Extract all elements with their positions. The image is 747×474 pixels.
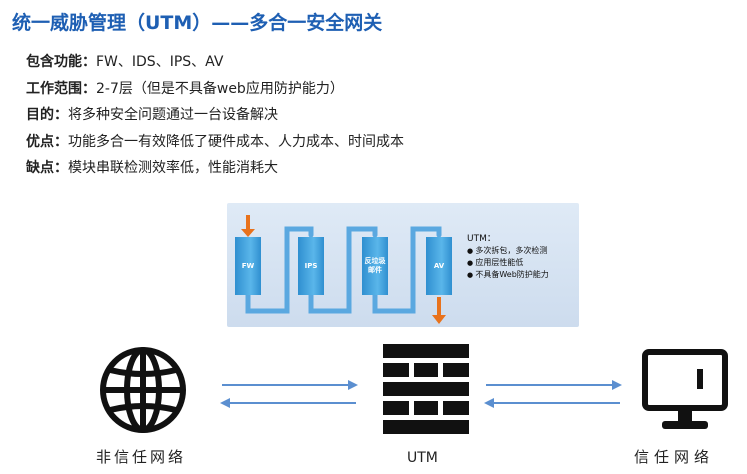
pipeline-connectors [241, 215, 446, 324]
point-functions: 包含功能：FW、IDS、IPS、AV [26, 49, 404, 76]
point-key: 工作范围： [26, 80, 96, 97]
trusted-network-label: 信任网络 [634, 448, 715, 466]
point-purpose: 目的：将多种安全问题通过一台设备解决 [26, 102, 404, 129]
utm-label: UTM [407, 450, 438, 466]
globe-icon [100, 347, 186, 433]
point-value: 2-7层（但是不具备web应用防护能力） [96, 80, 344, 97]
point-key: 包含功能： [26, 54, 96, 70]
utm-note-item: 多次拆包，多次检测 [467, 245, 549, 257]
utm-note: UTM： 多次拆包，多次检测 应用层性能低 不具备Web防护能力 [467, 233, 549, 281]
untrusted-network-label: 非信任网络 [96, 448, 187, 466]
monitor-icon [642, 349, 728, 429]
point-cons: 缺点：模块串联检测效率低，性能消耗大 [26, 155, 404, 182]
page-title: 统一威胁管理（UTM）——多合一安全网关 [12, 12, 383, 34]
stage-av: AV [426, 237, 452, 295]
point-pros: 优点：功能多合一有效降低了硬件成本、人力成本、时间成本 [26, 129, 404, 156]
point-value: 模块串联检测效率低，性能消耗大 [68, 160, 278, 176]
stage-ips: IPS [298, 237, 324, 295]
stage-fw: FW [235, 237, 261, 295]
arrows-left-link [220, 380, 358, 408]
point-scope: 工作范围：2-7层（但是不具备web应用防护能力） [26, 76, 404, 103]
arrows-right-link [484, 380, 622, 408]
feature-list: 包含功能：FW、IDS、IPS、AV 工作范围：2-7层（但是不具备web应用防… [26, 49, 404, 182]
stage-antispam: 反垃圾邮件 [362, 237, 388, 295]
point-key: 目的： [26, 107, 68, 123]
utm-note-item: 应用层性能低 [467, 257, 549, 269]
firewall-icon [383, 344, 469, 434]
utm-pipeline-diagram: FW IPS 反垃圾邮件 AV UTM： 多次拆包，多次检测 应用层性能低 不具… [227, 203, 579, 327]
point-value: 功能多合一有效降低了硬件成本、人力成本、时间成本 [68, 133, 404, 150]
point-value: 将多种安全问题通过一台设备解决 [68, 107, 278, 123]
point-key: 缺点： [26, 160, 68, 176]
utm-note-title: UTM： [467, 234, 496, 244]
point-value: FW、IDS、IPS、AV [96, 54, 224, 70]
point-key: 优点： [26, 133, 68, 150]
utm-note-item: 不具备Web防护能力 [467, 269, 548, 281]
